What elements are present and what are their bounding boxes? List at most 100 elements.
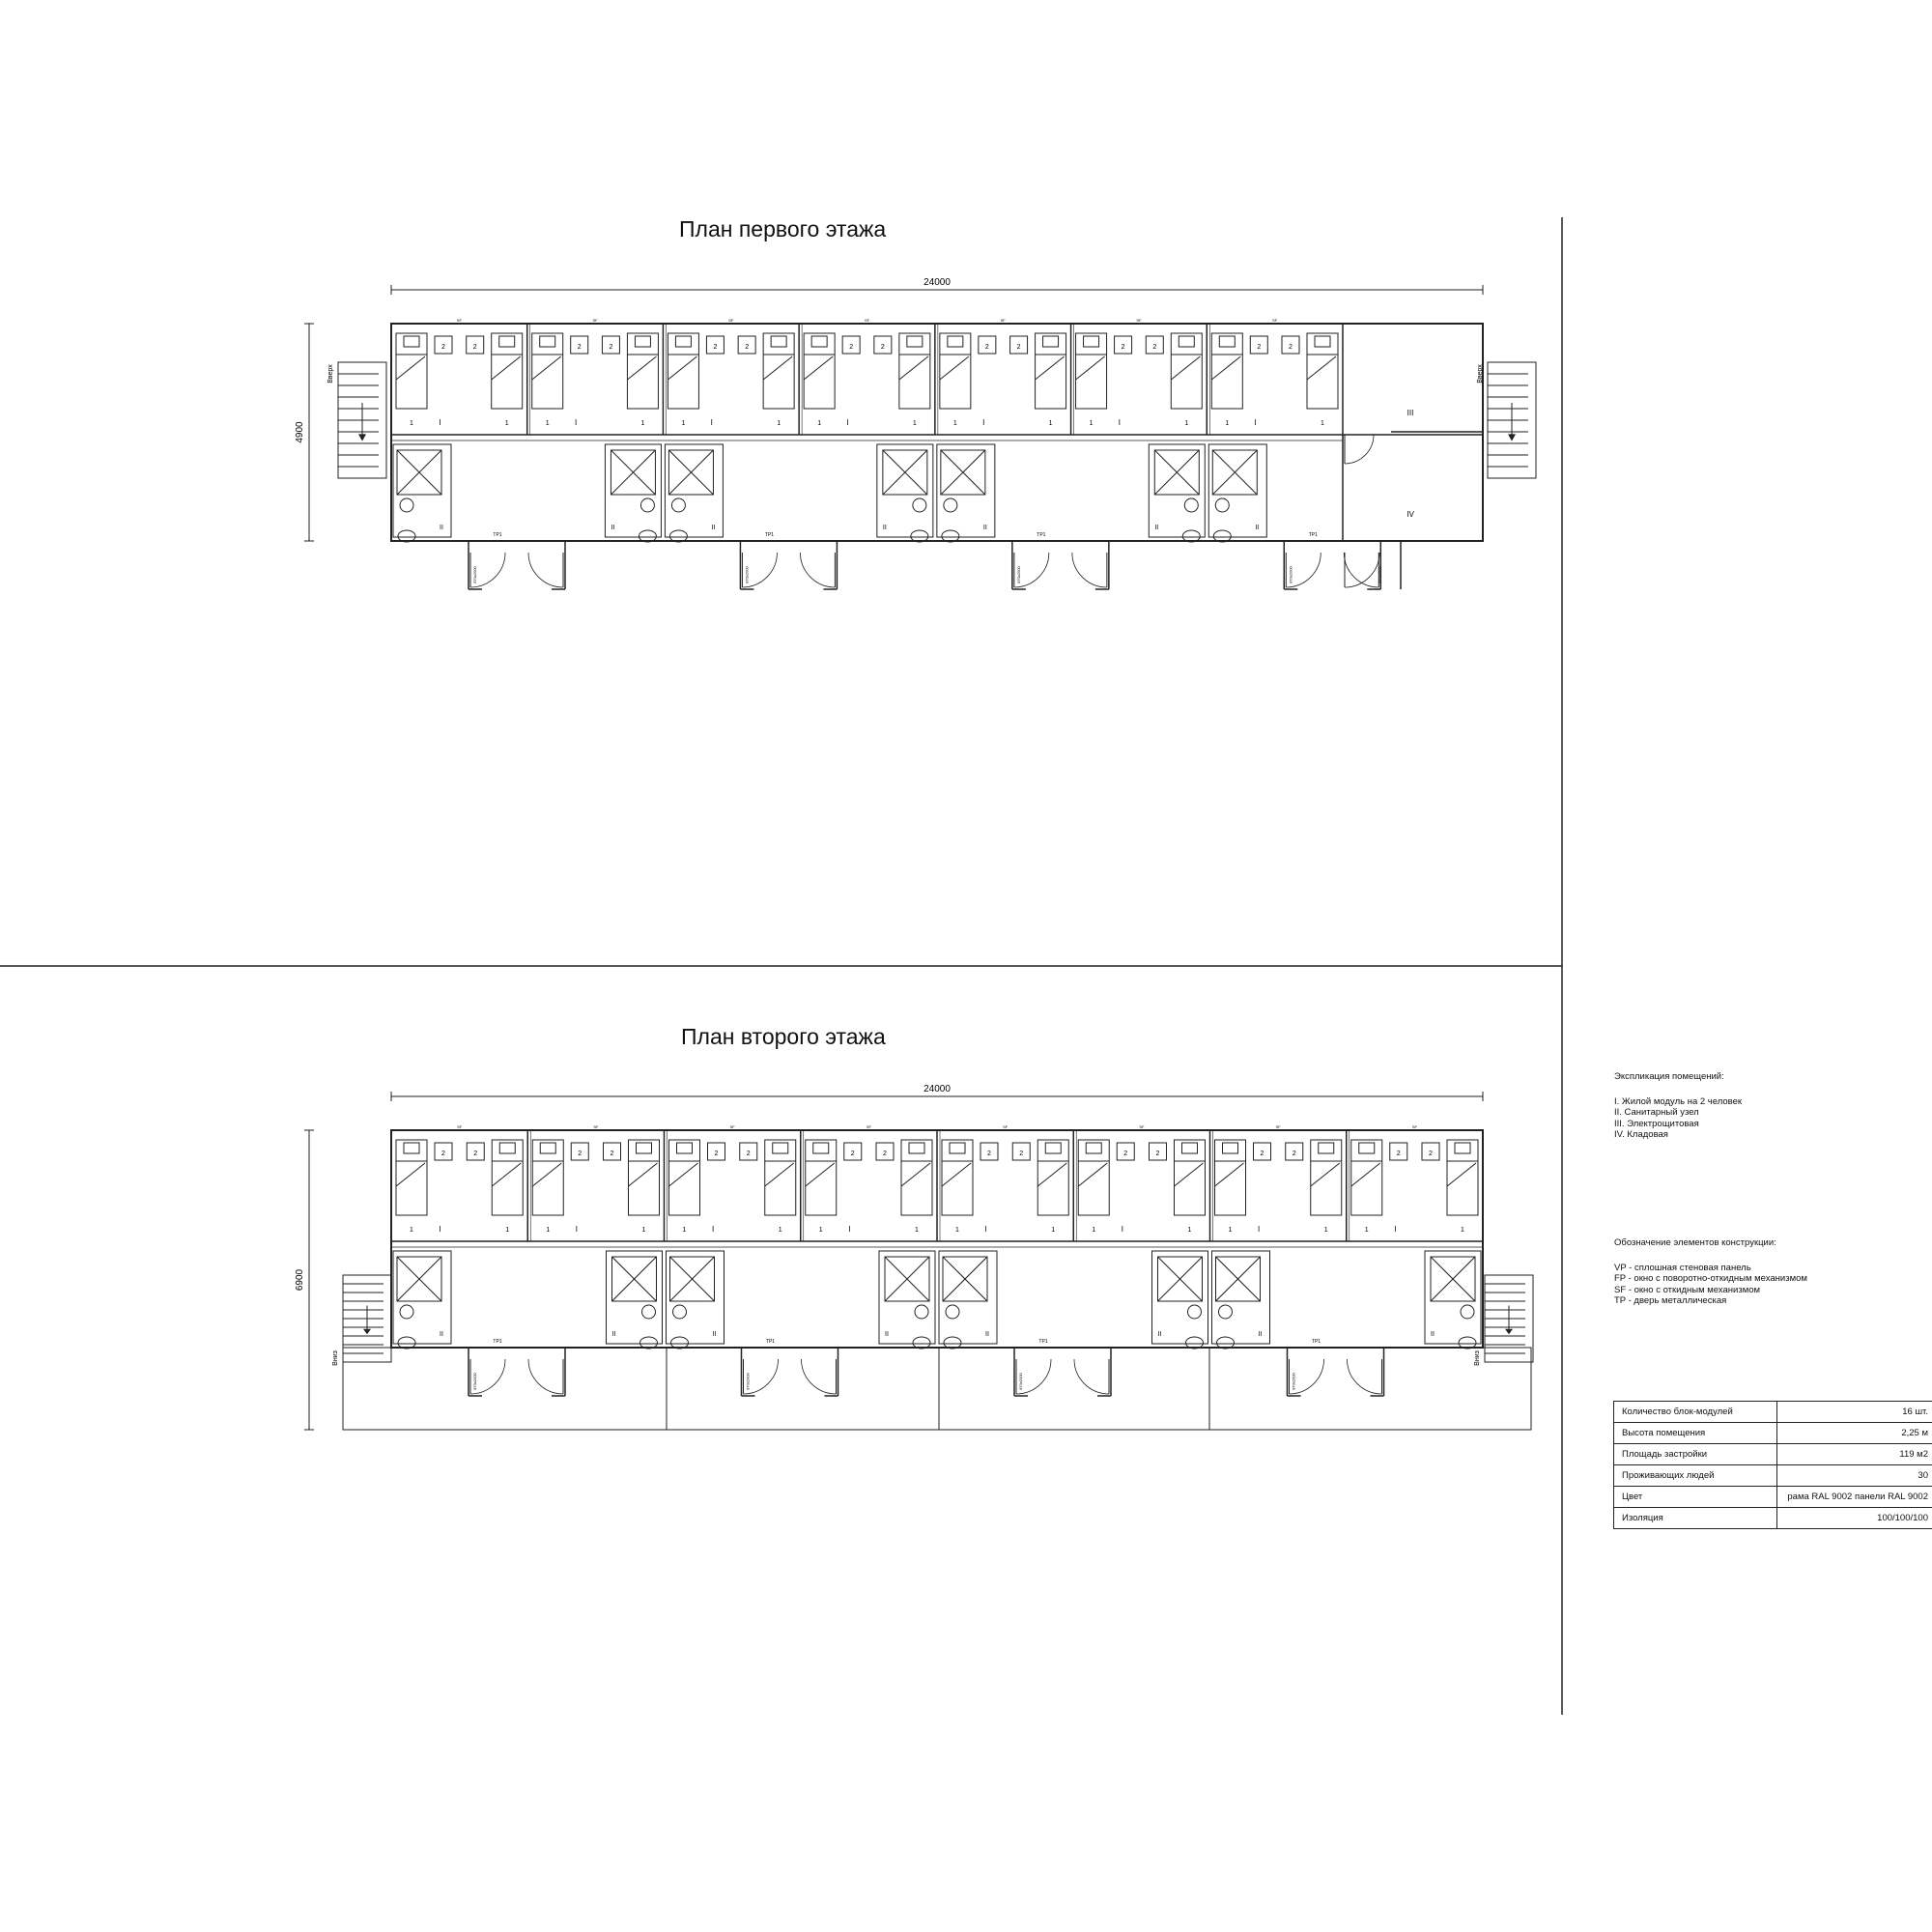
stair-label: Вниз	[332, 1350, 339, 1366]
bed-icon	[1170, 332, 1203, 410]
sanitary-label: II	[1431, 1331, 1435, 1338]
sanitary-label: II	[985, 1331, 989, 1338]
table-row: Высота помещения 2,25 м	[1613, 1422, 1932, 1444]
bed-blanket-fold	[1214, 1162, 1244, 1187]
bed-label: 1	[681, 420, 685, 427]
shower-icon	[396, 449, 442, 496]
bathroom-room	[938, 1250, 998, 1345]
height-dimension: 6900	[295, 1268, 305, 1291]
electrical-room-label: III	[1407, 409, 1414, 417]
toilet-icon	[1181, 529, 1201, 543]
bed-icon	[898, 332, 931, 410]
door-size-label: 870x2000	[1016, 565, 1021, 582]
bathroom-room	[392, 1250, 452, 1345]
window-label: SF	[1139, 1124, 1145, 1129]
bed-icon	[668, 1139, 700, 1216]
shower-icon	[1157, 1256, 1203, 1302]
bed-blanket-fold	[898, 355, 929, 381]
stair-arrowhead	[363, 1328, 371, 1335]
bathroom-room	[606, 1250, 663, 1345]
bed-blanket-fold	[531, 355, 562, 381]
toilet-icon	[670, 1336, 689, 1350]
shower-icon	[1430, 1256, 1476, 1302]
sink-icon	[672, 1304, 687, 1320]
shower-icon	[882, 449, 928, 496]
living-room-label: I	[711, 418, 713, 427]
door-label: TP1	[1038, 1339, 1047, 1345]
door-size-label: 870x2000	[472, 565, 477, 582]
door-swing-arc	[527, 1358, 564, 1395]
nightstand-label: 2	[747, 1151, 751, 1157]
bed-icon	[395, 332, 428, 410]
bed-label: 1	[1184, 420, 1188, 427]
shower-icon	[610, 449, 656, 496]
sanitary-label: II	[440, 525, 443, 531]
door-label: TP1	[493, 532, 501, 538]
nightstand-label: 2	[1257, 344, 1261, 351]
nightstand-label: 2	[1122, 344, 1125, 351]
bed-label: 1	[546, 1227, 550, 1234]
door-swing-arc	[1015, 1358, 1052, 1395]
bed-blanket-fold	[764, 1162, 795, 1187]
bed-blanket-fold	[1446, 1162, 1477, 1187]
bed-label: 1	[505, 420, 509, 427]
living-room-label: I	[1122, 1225, 1123, 1234]
toilet-icon	[638, 529, 657, 543]
nightstand-icon	[1011, 1142, 1031, 1161]
table-row: Количество блок-модулей 16 шт.	[1613, 1401, 1932, 1423]
nightstand-label: 2	[849, 344, 853, 351]
toilet-icon	[397, 1336, 416, 1350]
bed-icon	[491, 1139, 524, 1216]
nightstand-label: 2	[1397, 1151, 1401, 1157]
bed-blanket-fold	[627, 355, 657, 381]
sanitary-label: II	[983, 525, 987, 531]
bed-label: 1	[1090, 420, 1094, 427]
bed-label: 1	[913, 420, 917, 427]
sanitary-label: II	[711, 525, 715, 531]
shower-cross	[1153, 449, 1200, 496]
bathroom-room	[1208, 443, 1267, 538]
bed-label: 1	[1188, 1227, 1192, 1234]
shower-icon	[611, 1256, 657, 1302]
door-swing-arc	[1071, 552, 1107, 588]
window-label: SF	[865, 318, 870, 323]
nightstand-icon	[1389, 1142, 1408, 1161]
nightstand-label: 2	[441, 344, 445, 351]
nightstand-icon	[1281, 335, 1300, 355]
nightstand-label: 2	[715, 1151, 719, 1157]
door-size-label: 870x2000	[744, 565, 749, 582]
bed-label: 1	[1321, 420, 1324, 427]
bed-icon	[1077, 1139, 1110, 1216]
bed-label: 1	[1365, 1227, 1369, 1234]
shower-icon	[942, 1256, 988, 1302]
living-room-label: I	[1255, 418, 1257, 427]
window-label: SF	[1001, 318, 1007, 323]
nightstand-label: 2	[1017, 344, 1021, 351]
window-label: SF	[1272, 318, 1278, 323]
bed-blanket-fold	[900, 1162, 931, 1187]
nightstand-label: 2	[1289, 344, 1293, 351]
door-swing-arc	[801, 1358, 837, 1395]
nightstand-icon	[1253, 1142, 1271, 1161]
nightstand-icon	[1145, 335, 1164, 355]
bed-blanket-fold	[1035, 355, 1065, 381]
nightstand-label: 2	[1293, 1151, 1296, 1157]
param-label: Высота помещения	[1613, 1422, 1777, 1444]
sanitary-label: II	[885, 1331, 889, 1338]
param-value: 100/100/100	[1776, 1507, 1932, 1529]
bathroom-room	[1211, 1250, 1270, 1345]
pillow-icon	[1358, 1142, 1376, 1154]
nightstand-icon	[707, 1142, 725, 1161]
bathroom-room	[1151, 1250, 1208, 1345]
door-swing-arc	[469, 1358, 506, 1395]
param-label: Площадь застройки	[1613, 1443, 1777, 1465]
window-label: SF	[593, 318, 599, 323]
sink-icon	[1183, 497, 1199, 513]
bed-label: 1	[777, 420, 781, 427]
param-label: Изоляция	[1613, 1507, 1777, 1529]
window-label: SF	[457, 318, 463, 323]
door-size-label: 870x2000	[746, 1372, 751, 1389]
bed-label: 1	[410, 420, 413, 427]
door-size-label: 870x2000	[1018, 1372, 1023, 1389]
